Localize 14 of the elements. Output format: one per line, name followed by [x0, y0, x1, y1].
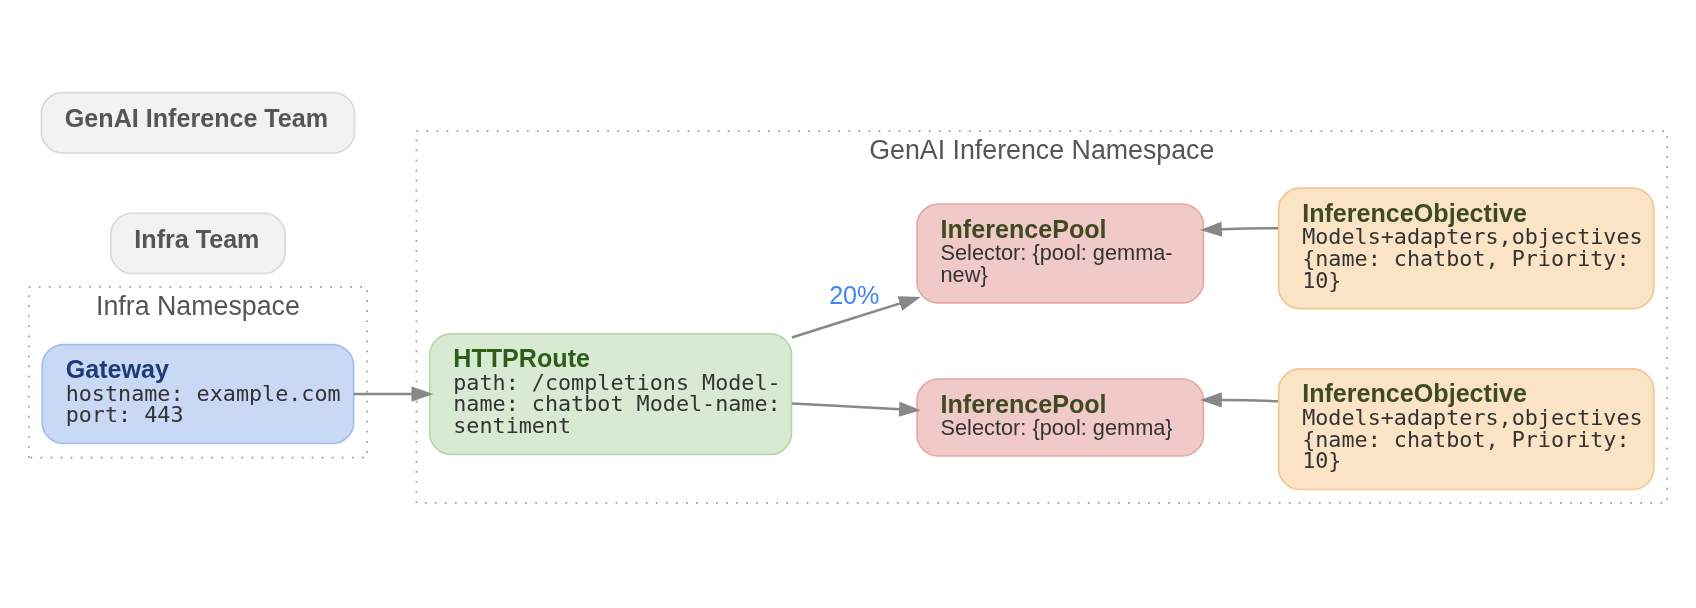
arrow [1200, 391, 1279, 408]
edge-label: 20% [829, 280, 880, 309]
arrow [1200, 221, 1279, 237]
node-box: Infra Team [110, 211, 286, 274]
node-box: InferenceObjective Models+adapters,objectives {name: chatbot, Priority: 10} [1277, 367, 1655, 490]
arrow [791, 295, 921, 339]
node-box: InferenceObjective Models+adapters,objectives {name: chatbot, Priority: 10} [1277, 186, 1655, 310]
node-box: InferencePool Selector: {pool: gemma-new} [916, 202, 1205, 304]
node-box: Gateway hostname: example.com port: 443 [41, 343, 355, 444]
node-box: HTTPRoute path: /completions Model-name: chatbot Model-name: sentiment [429, 332, 793, 455]
arrow [791, 401, 921, 417]
node-box: GenAI Inference Team [40, 91, 356, 154]
node-box: InferencePool Selector: {pool: gemma} [916, 377, 1205, 457]
arrow [353, 385, 434, 402]
